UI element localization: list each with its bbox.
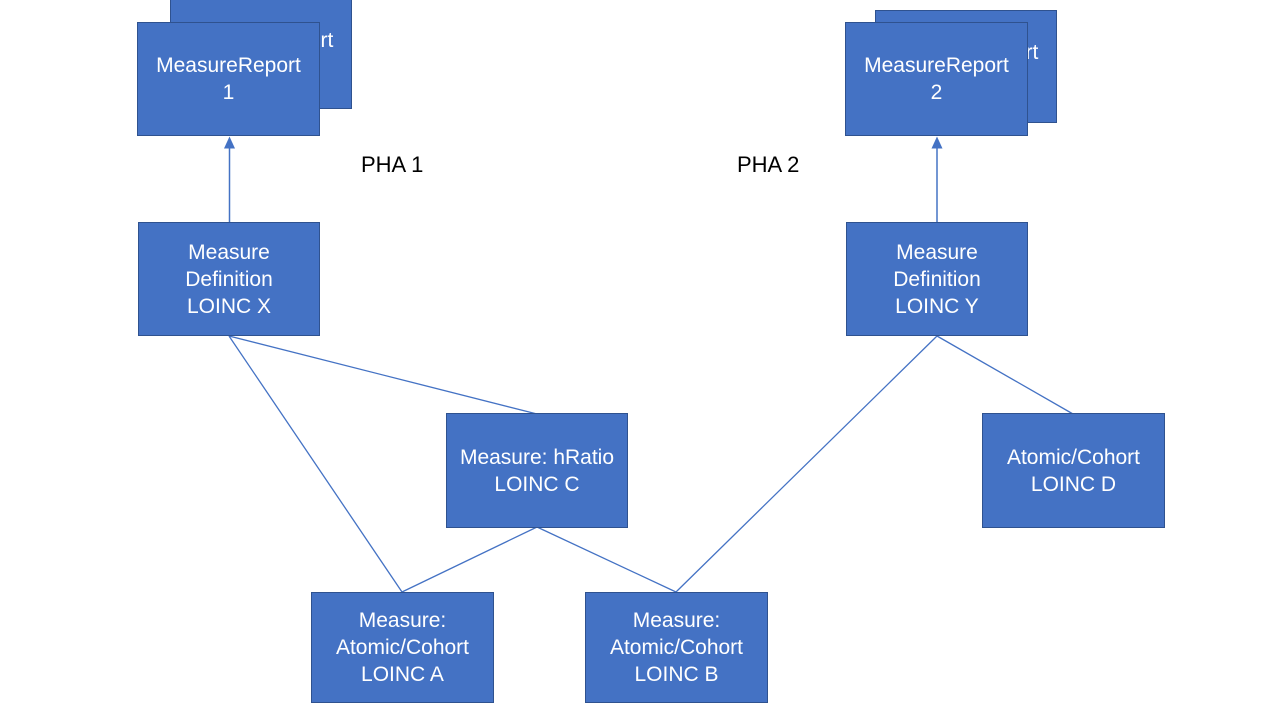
node-label: Measure: Atomic/Cohort LOINC A xyxy=(335,609,470,686)
node-label: MeasureReport 1 xyxy=(156,54,301,104)
node-label: Atomic/Cohort LOINC D xyxy=(1006,445,1141,496)
node-measure-hratio-c: Measure: hRatio LOINC C xyxy=(446,413,628,528)
node-measure-definition-y: Measure Definition LOINC Y xyxy=(846,222,1028,336)
arrow-defy-to-report2-head xyxy=(931,136,943,149)
node-measure-atomic-cohort-b: Measure: Atomic/Cohort LOINC B xyxy=(585,592,768,703)
node-measure-definition-x: Measure Definition LOINC X xyxy=(138,222,320,336)
node-measure-atomic-cohort-a: Measure: Atomic/Cohort LOINC A xyxy=(311,592,494,703)
node-label: MeasureReport 2 xyxy=(864,54,1009,104)
node-atomic-cohort-d: Atomic/Cohort LOINC D xyxy=(982,413,1165,528)
node-measure-report-1: MeasureReport 1 xyxy=(137,22,320,136)
connector-defx-to-atomica xyxy=(228,335,403,593)
pha1-label: PHA 1 xyxy=(361,152,424,177)
arrow-defx-to-report1-head xyxy=(224,136,235,149)
node-measure-report-2: MeasureReport 2 xyxy=(845,22,1028,136)
node-label: Measure Definition LOINC Y xyxy=(893,240,981,318)
pha2-label: PHA 2 xyxy=(737,152,800,177)
node-label: Measure: hRatio LOINC C xyxy=(459,445,615,496)
connector-hratioc-to-atomicb xyxy=(536,526,677,593)
node-label: Measure: Atomic/Cohort LOINC B xyxy=(609,609,744,686)
connector-defx-to-hratioc xyxy=(228,335,538,415)
connector-defy-to-atomicb xyxy=(675,335,938,593)
node-label: Measure Definition LOINC X xyxy=(185,240,273,318)
connector-defy-to-atomicd xyxy=(936,335,1074,415)
connector-hratioc-to-atomica xyxy=(401,526,538,593)
